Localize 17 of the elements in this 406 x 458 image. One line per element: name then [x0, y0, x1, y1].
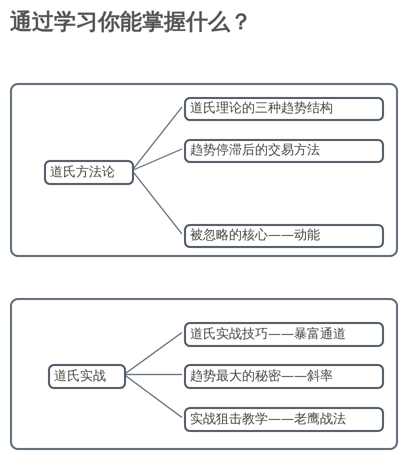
- topic-box: 实战狙击教学——老鹰战法: [184, 407, 384, 432]
- connector-line: [132, 170, 182, 234]
- connector-line: [124, 374, 182, 376]
- topic-box: 被忽略的核心——动能: [184, 224, 384, 248]
- group-frame: [10, 83, 398, 257]
- topic-box: 趋势最大的秘密——斜率: [184, 364, 384, 389]
- topic-box: 道氏实战: [48, 364, 126, 389]
- topic-box: 趋势停滞后的交易方法: [184, 139, 384, 163]
- connector-line: [124, 332, 182, 375]
- connector-line: [132, 106, 182, 171]
- topic-box: 道氏方法论: [44, 160, 134, 185]
- connector-line: [132, 148, 182, 172]
- connector-line: [124, 374, 182, 418]
- heading: 通过学习你能掌握什么？: [10, 9, 252, 37]
- group-frame: [10, 298, 398, 450]
- topic-box: 道氏理论的三种趋势结构: [184, 97, 384, 121]
- topic-box: 道氏实战技巧——暴富通道: [184, 322, 384, 347]
